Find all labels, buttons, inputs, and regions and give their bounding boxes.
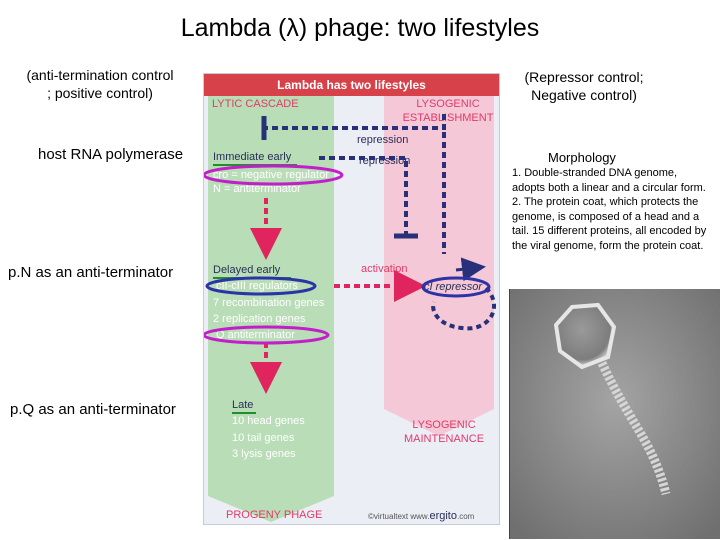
- pq-label: p.Q as an anti-terminator: [10, 401, 176, 418]
- repression-label-top: repression: [357, 134, 409, 146]
- q-antiterminator-highlight: [204, 325, 330, 345]
- lysogenic-establishment-line-1: LYSOGENIC: [416, 98, 480, 110]
- lytic-cascade-label: LYTIC CASCADE: [212, 98, 299, 110]
- left-note-line-1: (anti-termination control: [26, 67, 174, 83]
- figure-arrows: [204, 114, 497, 394]
- ci-repressor-highlight: [421, 276, 491, 298]
- progeny-phage-label: PROGENY PHAGE: [226, 509, 323, 521]
- phage-head: [553, 302, 617, 370]
- credit-prefix: ©virtualtext www.: [368, 512, 430, 521]
- left-note: (anti-termination control ; positive con…: [0, 66, 200, 102]
- de-gene-4: Q antiterminator: [216, 329, 295, 341]
- ie-gene-1: cro = negative regulator: [213, 169, 329, 181]
- phage-tail: [597, 361, 671, 496]
- late-gene-2: 10 tail genes: [232, 432, 295, 444]
- figure-background: [208, 96, 494, 522]
- ci-repressor-label: cI repressor: [424, 281, 483, 293]
- lysogenic-maintenance-line-1: LYSOGENIC: [412, 419, 476, 431]
- right-note: (Repressor control; Negative control): [494, 68, 674, 104]
- lysogenic-maintenance-label: LYSOGENIC MAINTENANCE: [389, 418, 499, 446]
- de-gene-3: 2 replication genes: [213, 313, 306, 325]
- lysogenic-establishment-line-2: ESTABLISHMENT: [402, 112, 494, 124]
- immediate-early-label: Immediate early: [213, 151, 292, 163]
- slide-title: Lambda (λ) phage: two lifestyles: [180, 14, 540, 42]
- pn-label: p.N as an anti-terminator: [8, 264, 174, 281]
- morphology-body: 1. Double-stranded DNA genome, adopts bo…: [512, 167, 707, 252]
- rna-polymerase-label: host RNA polymerase: [38, 146, 184, 163]
- de-gene-2: 7 recombination genes: [213, 297, 325, 309]
- late-underline: [232, 412, 256, 414]
- late-gene-1: 10 head genes: [232, 415, 305, 427]
- late-label: Late: [232, 399, 254, 411]
- cro-highlight: [204, 164, 344, 186]
- credit-line: ©virtualtext www.ergito.com: [368, 510, 474, 522]
- morphology-title: Morphology: [548, 150, 616, 165]
- phage-micrograph: [509, 289, 720, 539]
- cii-ciii-highlight: [205, 276, 317, 296]
- lytic-column: [208, 96, 334, 522]
- de-gene-1: cII-cIII regulators: [216, 280, 298, 292]
- ie-gene-2: N = antiterminator: [213, 183, 301, 195]
- left-note-line-2: ; positive control): [47, 85, 153, 101]
- repression-arrow-top: [266, 114, 446, 130]
- phage-micrograph-image: [510, 289, 720, 539]
- late-gene-3: 3 lysis genes: [232, 448, 296, 460]
- ci-autoregulation-loop: [431, 286, 497, 331]
- right-note-line-2: Negative control): [531, 87, 637, 103]
- right-note-line-1: (Repressor control;: [524, 69, 644, 85]
- lambda-lifestyles-figure: Lambda has two lifestyles LYTIC CASCADE …: [203, 73, 500, 525]
- credit-brand: ergito: [429, 510, 457, 522]
- ci-arrow-head: [455, 257, 486, 282]
- lysogenic-column: [384, 96, 494, 436]
- credit-suffix: .com: [457, 512, 475, 521]
- figure-header: Lambda has two lifestyles: [204, 74, 499, 96]
- lysogenic-establishment-label: LYSOGENIC ESTABLISHMENT: [402, 97, 494, 125]
- delayed-early-label: Delayed early: [213, 264, 281, 276]
- lysogenic-maintenance-line-2: MAINTENANCE: [403, 433, 485, 445]
